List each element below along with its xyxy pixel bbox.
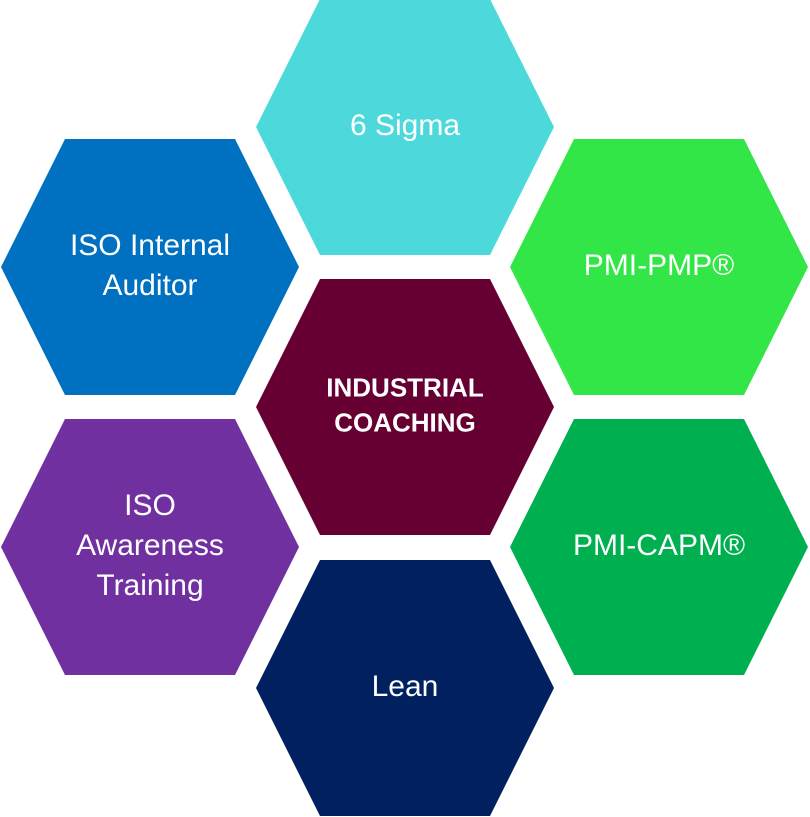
hexagon-shape <box>510 419 808 675</box>
hexagon-shape <box>510 139 808 395</box>
hexagon-pmi-capm: PMI-CAPM® <box>510 419 808 675</box>
hexagon-label: PMI-PMP® <box>584 249 734 282</box>
hexagon-label: Awareness <box>76 529 224 562</box>
hexagon-label: INDUSTRIAL <box>326 372 484 402</box>
hexagon-pmi-pmp: PMI-PMP® <box>510 139 808 395</box>
hexagon-shape <box>256 560 554 816</box>
hexagon-label: Training <box>96 569 203 602</box>
hexagon-shape <box>256 279 554 535</box>
hexagon-label: Lean <box>372 670 439 703</box>
hexagon-shape <box>1 419 299 675</box>
hexagon-shape <box>256 0 554 255</box>
hexagon-label: 6 Sigma <box>350 109 460 142</box>
hexagon-six-sigma: 6 Sigma <box>256 0 554 255</box>
hexagon-label: ISO <box>124 489 176 522</box>
hexagon-label: PMI-CAPM® <box>573 529 745 562</box>
hexagon-industrial-coaching: INDUSTRIAL COACHING <box>256 279 554 535</box>
hexagon-shape <box>1 139 299 395</box>
hexagon-label: Auditor <box>102 269 197 302</box>
hexagon-label: COACHING <box>334 407 476 437</box>
hexagon-lean: Lean <box>256 560 554 816</box>
hexagon-label: ISO Internal <box>70 229 230 262</box>
